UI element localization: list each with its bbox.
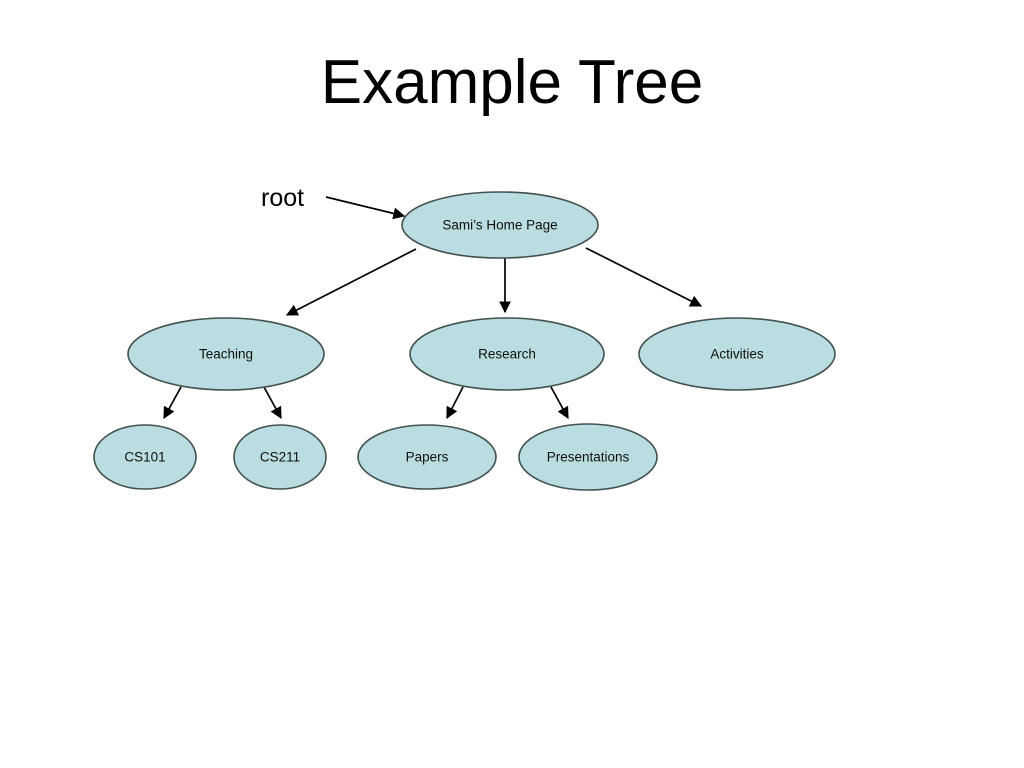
- tree-edge-root-to-activities: [585, 247, 703, 307]
- node-label-cs101: CS101: [124, 450, 165, 465]
- node-label-papers: Papers: [406, 450, 449, 465]
- node-label-root: Sami’s Home Page: [442, 218, 557, 233]
- node-label-teaching: Teaching: [199, 347, 253, 362]
- tree-node-activities[interactable]: Activities: [638, 317, 836, 391]
- tree-node-papers[interactable]: Papers: [357, 424, 497, 490]
- node-label-cs211: CS211: [260, 450, 300, 465]
- root-annotation-arrow: [325, 196, 406, 220]
- node-label-presentations: Presentations: [547, 450, 630, 465]
- node-shape-cs101[interactable]: [93, 424, 197, 490]
- tree-node-root[interactable]: Sami’s Home Page: [401, 191, 599, 259]
- tree-node-presentations[interactable]: Presentations: [518, 423, 658, 491]
- tree-edges: [163, 247, 703, 420]
- annotation-arrows: [325, 196, 406, 220]
- node-shape-papers[interactable]: [357, 424, 497, 490]
- tree-edge-teaching-to-cs101: [163, 386, 182, 420]
- root-annotation-label: root: [261, 184, 305, 212]
- tree-node-research[interactable]: Research: [409, 317, 605, 391]
- tree-node-cs101[interactable]: CS101: [93, 424, 197, 490]
- node-shape-cs211[interactable]: [233, 424, 327, 490]
- tree-edge-root-to-teaching: [285, 248, 417, 316]
- page-title: Example Tree: [320, 48, 704, 117]
- node-shape-teaching[interactable]: [127, 317, 325, 391]
- node-label-research: Research: [478, 347, 536, 362]
- node-shape-research[interactable]: [409, 317, 605, 391]
- tree-node-cs211[interactable]: CS211: [233, 424, 327, 490]
- node-shape-presentations[interactable]: [518, 423, 658, 491]
- node-shape-activities[interactable]: [638, 317, 836, 391]
- node-label-activities: Activities: [710, 347, 764, 362]
- tree-edge-teaching-to-cs211: [263, 386, 282, 420]
- tree-node-teaching[interactable]: Teaching: [127, 317, 325, 391]
- tree-edge-research-to-papers: [446, 386, 464, 420]
- tree-edge-research-to-presentations: [550, 386, 569, 420]
- node-shape-root[interactable]: [401, 191, 599, 259]
